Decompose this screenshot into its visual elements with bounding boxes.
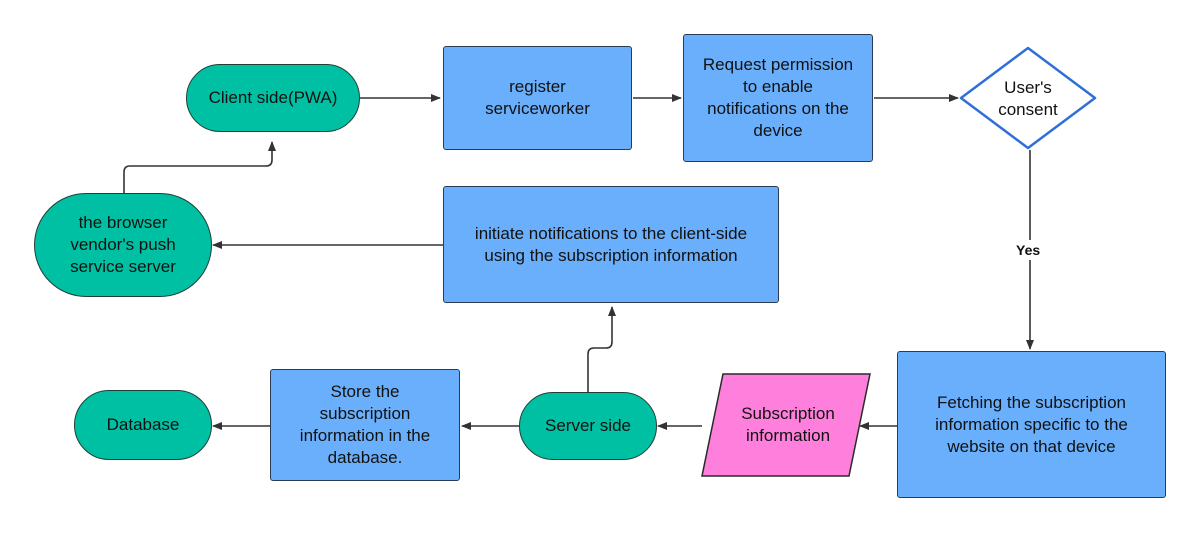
server-side-node: Server side: [519, 392, 657, 460]
arrow-server-to-initiate: [587, 306, 616, 392]
client-side-node: Client side(PWA): [186, 64, 360, 132]
register-serviceworker-node: register serviceworker: [443, 46, 632, 150]
push-service-node: the browser vendor's push service server: [34, 193, 212, 297]
decision-diamond: [959, 46, 1097, 150]
yes-edge-label: Yes: [1012, 240, 1045, 260]
store-subscription-node: Store the subscription information in th…: [270, 369, 460, 481]
database-node: Database: [74, 390, 212, 460]
initiate-notifications-node: initiate notifications to the client-sid…: [443, 186, 779, 303]
arrow-push-to-client: [123, 141, 276, 193]
request-permission-node: Request permission to enable notificatio…: [683, 34, 873, 162]
users-consent-label: User's consent: [998, 78, 1058, 119]
fetching-subscription-node: Fetching the subscription information sp…: [897, 351, 1166, 498]
subscription-parallelogram: [701, 373, 871, 477]
subscription-information-label: Subscription information: [741, 404, 835, 445]
